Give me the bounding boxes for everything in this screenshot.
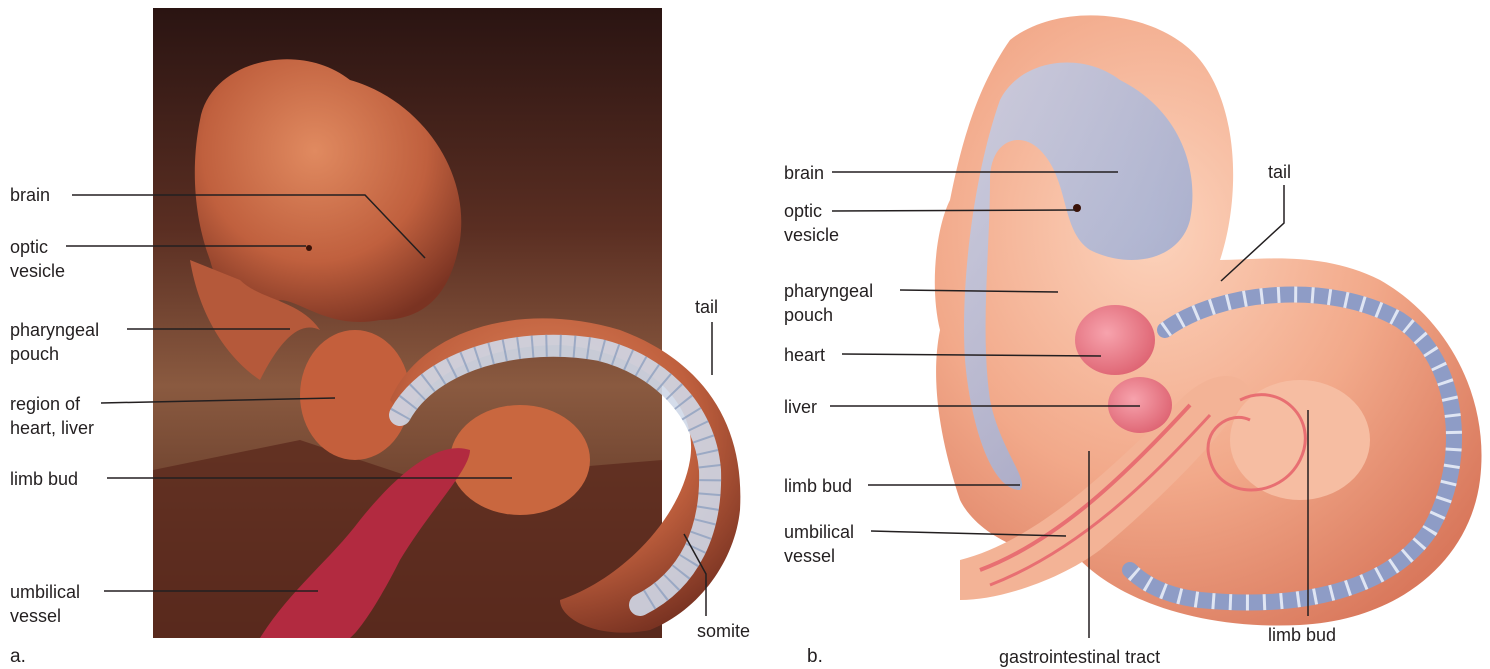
label-pharyngeal-b-2: pouch	[784, 305, 833, 325]
label-optic-a-2: vesicle	[10, 261, 65, 281]
label-tail-b: tail	[1268, 162, 1291, 182]
label-tail-a: tail	[695, 297, 718, 317]
limb-bud-illustration	[1230, 380, 1370, 500]
label-umbilical-a-2: vessel	[10, 606, 61, 626]
panel-a-photo	[153, 8, 740, 638]
label-brain-a: brain	[10, 185, 50, 205]
label-optic-b-2: vesicle	[784, 225, 839, 245]
label-region-a-1: region of	[10, 394, 81, 414]
liver-illustration	[1108, 377, 1172, 433]
panel-b-letter: b.	[807, 646, 823, 667]
label-umbilical-a-1: umbilical	[10, 582, 80, 602]
label-umbilical-b-2: vessel	[784, 546, 835, 566]
label-liver-b: liver	[784, 397, 817, 417]
label-brain-b: brain	[784, 163, 824, 183]
label-optic-b-1: optic	[784, 201, 822, 221]
label-heart-b: heart	[784, 345, 825, 365]
panel-a-letter: a.	[10, 646, 26, 667]
label-limb-bud-b: limb bud	[784, 476, 852, 496]
label-pharyngeal-a-2: pouch	[10, 344, 59, 364]
label-region-a-2: heart, liver	[10, 418, 94, 438]
label-pharyngeal-a-1: pharyngeal	[10, 320, 99, 340]
label-limb-bud-a: limb bud	[10, 469, 78, 489]
label-gi-tract-b: gastrointestinal tract	[999, 647, 1160, 667]
label-limb-bud-bottom-b: limb bud	[1268, 625, 1336, 645]
label-pharyngeal-b-1: pharyngeal	[784, 281, 873, 301]
heart-illustration	[1075, 305, 1155, 375]
label-optic-a-1: optic	[10, 237, 48, 257]
limb-bud-photo	[450, 405, 590, 515]
label-umbilical-b-1: umbilical	[784, 522, 854, 542]
label-somite-a: somite	[697, 621, 750, 641]
